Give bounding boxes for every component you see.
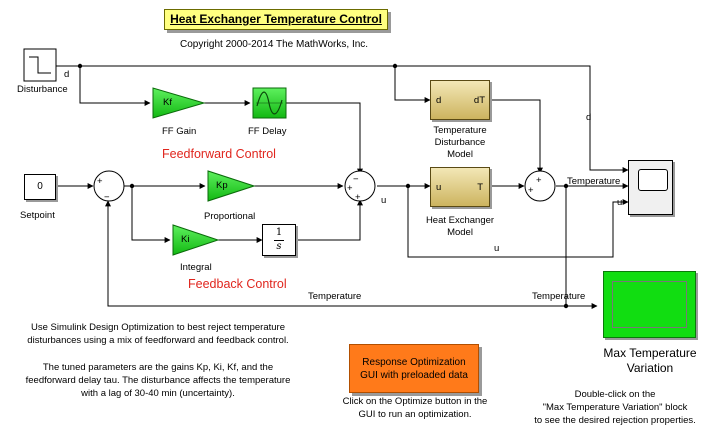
wire-d-tdm — [394, 66, 431, 103]
signal-u-label: u — [381, 195, 387, 206]
junction-dot — [405, 183, 411, 189]
description-paragraph-1: Use Simulink Design Optimization to best… — [27, 322, 289, 346]
mtv-plot-frame — [612, 281, 687, 328]
description-paragraph-2: The tuned parameters are the gains Kp, K… — [25, 362, 291, 399]
kp-label: Kp — [216, 180, 228, 191]
kf-label: Kf — [163, 97, 172, 108]
ff-gain-caption: FF Gain — [162, 126, 197, 137]
integrator-numerator: 1 — [275, 227, 283, 238]
wire-sum1-ki — [131, 186, 171, 243]
diagram-title: Heat Exchanger Temperature Control — [164, 9, 388, 30]
kp-gain-block[interactable] — [207, 170, 256, 202]
wire-d-main — [56, 65, 629, 173]
mtv-hint: Double-click on the "Max Temperature Var… — [534, 389, 696, 426]
sum1-block[interactable] — [93, 170, 125, 202]
heat-exchanger-model-caption: Heat Exchanger Model — [425, 215, 495, 238]
max-temperature-variation-block[interactable] — [603, 271, 696, 338]
copyright: Copyright 2000-2014 The MathWorks, Inc. — [180, 39, 369, 50]
sum1-plus-sign: + — [97, 176, 103, 187]
optimize-hint: Click on the Optimize button in the GUI … — [342, 396, 488, 420]
setpoint-block[interactable]: 0 — [24, 174, 56, 200]
ki-gain-block[interactable] — [172, 224, 220, 256]
wire-ffdelay-sum2 — [286, 102, 363, 175]
integrator-denominator: s — [276, 241, 282, 252]
temp-disturbance-model-block[interactable]: d dT — [430, 80, 490, 120]
integral-caption: Integral — [180, 262, 212, 273]
junction-dot — [563, 303, 569, 309]
wire-integrator-sum2 — [296, 199, 363, 241]
signal-u-bottom-label: u — [494, 243, 500, 254]
step-signal-icon — [29, 56, 51, 74]
setpoint-value: 0 — [37, 181, 43, 192]
signal-temperature-scope-label: Temperature — [567, 176, 621, 187]
sum2-plus-sign-1: + — [347, 183, 353, 194]
sum2-block[interactable] — [344, 170, 376, 202]
hx-input-port: u — [436, 182, 442, 193]
wire-dt-sum3 — [490, 99, 543, 174]
wire-u-bottom — [407, 186, 629, 258]
ff-delay-caption: FF Delay — [248, 126, 287, 137]
junction-dot — [77, 63, 83, 69]
wire-d-ffgain — [79, 66, 151, 106]
sum3-plus-sign-2: + — [528, 185, 534, 196]
hx-output-port: T — [477, 182, 483, 193]
wire-temperature-feedback — [105, 186, 567, 307]
junction-dot — [563, 183, 569, 189]
signal-temperature-mtv-label: Temperature — [532, 291, 586, 302]
feedback-control-annotation: Feedback Control — [188, 277, 287, 291]
disturbance-block[interactable] — [23, 48, 57, 82]
disturbance-caption: Disturbance — [17, 84, 68, 95]
heat-exchanger-model-block[interactable]: u T — [430, 167, 490, 207]
setpoint-caption: Setpoint — [20, 210, 55, 221]
temp-disturbance-model-caption: Temperature Disturbance Model — [433, 125, 487, 160]
signal-d-scope-label: d — [586, 112, 592, 123]
integrator-block[interactable]: 1 s — [262, 224, 296, 256]
tdm-output-port: dT — [473, 95, 485, 106]
tdm-input-port: d — [436, 95, 442, 106]
junction-dot — [129, 183, 135, 189]
sum3-plus-sign-1: + — [536, 175, 542, 186]
response-optimization-button-label: Response Optimization GUI with preloaded… — [360, 356, 468, 381]
ff-delay-block[interactable] — [252, 87, 287, 119]
signal-u-scope-label: u — [617, 197, 623, 208]
ki-label: Ki — [181, 234, 190, 245]
signal-temperature-feedback-label: Temperature — [308, 291, 362, 302]
junction-dot — [392, 63, 398, 69]
sum2-plus-sign-2: + — [355, 192, 361, 203]
proportional-caption: Proportional — [204, 211, 256, 222]
scope-block[interactable] — [628, 160, 673, 215]
sum2-minus-sign: − — [353, 174, 359, 185]
ff-gain-block[interactable] — [152, 87, 206, 119]
mtv-caption: Max Temperature Variation — [603, 346, 697, 375]
sum1-minus-sign: − — [104, 192, 110, 203]
sum3-block[interactable] — [524, 170, 556, 202]
fraction-bar — [274, 240, 284, 241]
scope-screen-icon — [638, 169, 668, 191]
signal-d-label: d — [64, 69, 70, 80]
feedforward-control-annotation: Feedforward Control — [162, 147, 276, 161]
response-optimization-gui-button[interactable]: Response Optimization GUI with preloaded… — [349, 344, 479, 393]
